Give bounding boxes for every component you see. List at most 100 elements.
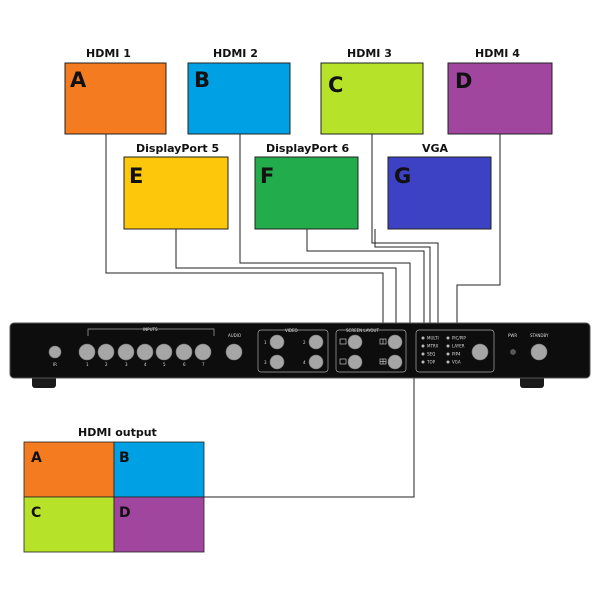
output-quadrant-b (113, 441, 205, 498)
output-title: HDMI output (78, 426, 157, 439)
input-number: 3 (125, 362, 128, 367)
input-buttons (78, 343, 212, 361)
input-number: 5 (163, 362, 166, 367)
mode-frame (415, 329, 495, 373)
source-screen-e (123, 156, 229, 230)
mode-select-button[interactable] (471, 343, 489, 361)
ir-button[interactable] (48, 345, 62, 359)
mode-label: PIP4 (452, 352, 461, 357)
output-quadrant-d (113, 496, 205, 553)
mode-label: LAYER (452, 344, 465, 349)
mode-led (446, 344, 450, 348)
source-hdmi-1: HDMI 1 A (64, 47, 167, 135)
source-screen-b (187, 62, 291, 135)
mode-label: MTRX (427, 344, 439, 349)
cable-a (105, 134, 384, 325)
source-letter: D (455, 69, 472, 93)
output-cable (204, 372, 415, 498)
cable-f (306, 229, 425, 325)
triple-layout-icon (339, 358, 347, 365)
pwr-label: PWR (508, 333, 517, 338)
inputs-label: INPUTS (143, 327, 158, 332)
inputs-bracket (87, 328, 215, 336)
source-screen-d (447, 62, 553, 135)
source-screen-c (320, 62, 424, 135)
video-number: 3 (264, 360, 267, 365)
layout-button-3[interactable] (347, 354, 363, 370)
cable-g (374, 229, 431, 325)
mode-label: VGA (452, 360, 461, 365)
input-button-7[interactable] (194, 343, 212, 361)
mode-led (446, 352, 450, 356)
audio-button[interactable] (225, 343, 243, 361)
output-quadrant-c (23, 496, 115, 553)
input-button-4[interactable] (136, 343, 154, 361)
source-letter: G (394, 164, 411, 188)
layout-button-1[interactable] (347, 334, 363, 350)
mode-label: MULTI (427, 336, 439, 341)
input-button-3[interactable] (117, 343, 135, 361)
source-title: HDMI 2 (213, 47, 258, 60)
source-letter: C (328, 73, 343, 97)
video-button-1[interactable] (269, 334, 285, 350)
device-body (9, 322, 591, 379)
mode-indicator-group: MULTI MTRX SEQ TOP PIC/PIP LAYER PIP4 VG… (415, 329, 495, 373)
source-screen-a (64, 62, 167, 135)
cable-c (371, 134, 439, 325)
source-letter: A (70, 68, 87, 92)
screen-layout-frame (335, 329, 407, 373)
source-displayport-5: DisplayPort 5 E (123, 142, 229, 230)
source-screen-g (387, 156, 492, 230)
source-letter: F (260, 164, 274, 188)
layout-button-4[interactable] (387, 354, 403, 370)
screen-layout-label: SCREEN LAYOUT (346, 328, 379, 333)
single-layout-icon (339, 338, 347, 345)
mode-label: SEQ (427, 352, 435, 357)
layout-button-2[interactable] (387, 334, 403, 350)
output-quadrant-a (23, 441, 115, 498)
input-button-5[interactable] (155, 343, 173, 361)
multiviewer-device: IR INPUTS 1 2 3 4 5 6 7 (9, 322, 591, 388)
video-label: VIDEO (285, 328, 298, 333)
input-number: 7 (202, 362, 205, 367)
mode-led (421, 344, 425, 348)
source-title: VGA (422, 142, 449, 155)
input-number: 1 (86, 362, 89, 367)
input-number: 4 (144, 362, 147, 367)
input-button-2[interactable] (97, 343, 115, 361)
source-title: HDMI 3 (347, 47, 392, 60)
source-vga: VGA G (387, 142, 492, 230)
mode-led (421, 352, 425, 356)
inputs-group: INPUTS 1 2 3 4 5 6 7 (78, 327, 215, 367)
input-button-1[interactable] (78, 343, 96, 361)
power-led (510, 349, 516, 355)
video-number: 1 (264, 340, 267, 345)
video-button-2[interactable] (308, 334, 324, 350)
source-letter: B (194, 68, 210, 92)
video-number: 2 (303, 340, 306, 345)
source-title: HDMI 4 (475, 47, 520, 60)
mode-led (446, 336, 450, 340)
output-letter: D (119, 505, 131, 521)
mode-led (421, 360, 425, 364)
cable-d (456, 134, 501, 325)
mode-label: TOP (426, 360, 436, 365)
source-title: DisplayPort 5 (136, 142, 219, 155)
video-group: VIDEO 1 2 3 4 (257, 328, 329, 373)
standby-button[interactable] (530, 343, 548, 361)
video-frame (257, 329, 329, 373)
source-cables (105, 134, 501, 325)
input-number: 6 (183, 362, 186, 367)
ir-label: IR (53, 362, 57, 367)
source-hdmi-2: HDMI 2 B (187, 47, 291, 135)
source-displayport-6: DisplayPort 6 F (254, 142, 359, 230)
video-button-3[interactable] (269, 354, 285, 370)
input-button-6[interactable] (175, 343, 193, 361)
cable-b (239, 134, 411, 325)
hdmi-output: HDMI output A B C D (23, 426, 205, 553)
video-button-4[interactable] (308, 354, 324, 370)
output-letter: C (31, 505, 41, 521)
screen-layout-group: SCREEN LAYOUT (335, 328, 407, 373)
source-hdmi-3: HDMI 3 C (320, 47, 424, 135)
